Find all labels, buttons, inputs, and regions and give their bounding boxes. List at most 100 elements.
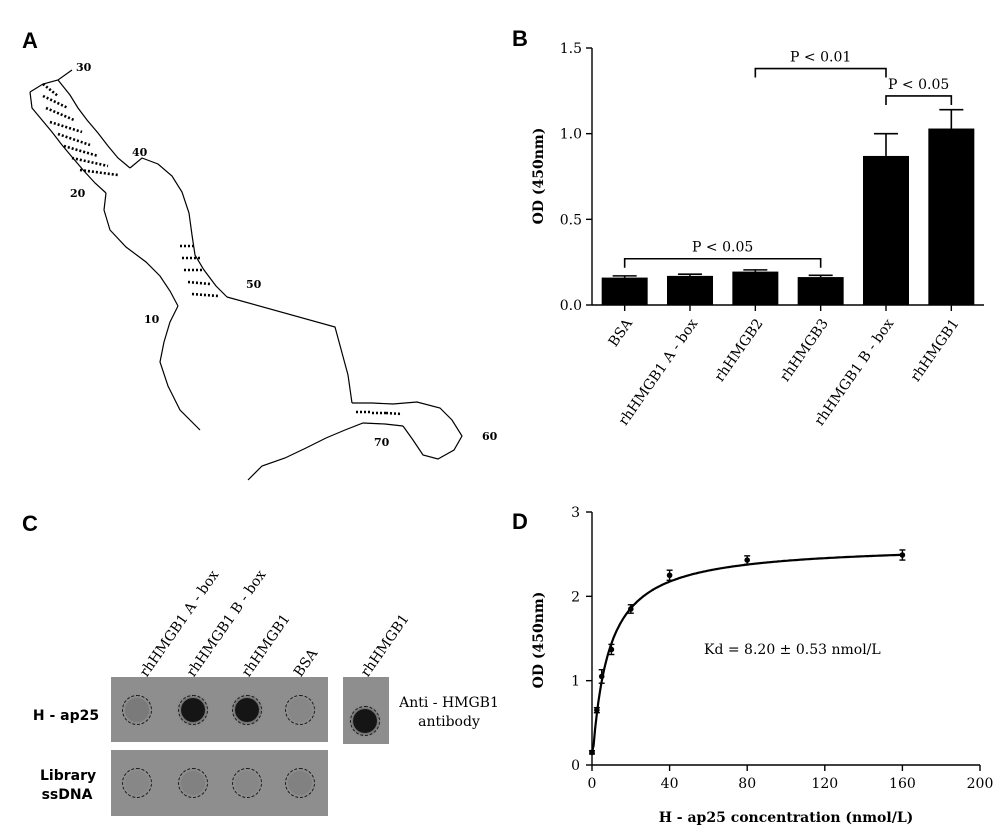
blot-spot [232,768,262,798]
binding-curve-x-tick-label: 120 [811,776,838,792]
binding-data-point [589,749,595,756]
bar [601,277,648,305]
significance-bracket [754,67,887,78]
blot-spot [232,695,262,725]
bar-chart-category-label: rhHMGB2 [712,316,767,385]
blot-spot-signal [235,698,259,722]
bar-chart-y-tick-label: 1.0 [560,127,582,143]
blot-spot-signal [235,771,259,795]
binding-data-point [608,646,615,653]
position-label-60: 60 [482,430,498,443]
blot-spot-signal [181,698,205,722]
binding-data-point [744,557,750,563]
backbone-segment [159,305,201,431]
binding-curve-y-tick-label: 2 [571,589,580,605]
significance-bracket [885,95,953,105]
base-pair-bond [42,82,59,98]
base-pair-bond [71,156,109,168]
base-pair-bond [187,280,211,286]
bar-chart-y-tick-label: 1.5 [560,41,582,57]
blot-row-label-h-ap25: H - ap25 [32,708,100,724]
blot-spot [178,695,208,725]
backbone-segment [57,79,131,169]
position-label-40: 40 [132,146,148,159]
panel-label-a: A [22,28,38,53]
blot-row-label-library-ssdna: Library ssDNA [40,768,97,803]
blot-spot-signal [288,698,312,722]
bar-chart-category-label: BSA [606,315,637,349]
binding-curve-y-tick-label: 1 [571,674,580,690]
panel-label-b: B [512,26,528,51]
secondary-structure-diagram: 30 40 20 50 10 60 70 80 [29,61,498,481]
binding-curve-x-tick-label: 200 [967,776,994,792]
bar-chart-y-axis-label: OD (450nm) [531,128,547,225]
backbone-segment [103,192,179,307]
base-pair-bond [49,120,83,134]
binding-curve-chart: H - ap25 concentration (nmol/L) OD (450n… [531,505,994,826]
blot-spot [285,695,315,725]
backbone-segment [29,91,107,194]
significance-label: P < 0.05 [888,77,949,93]
backbone-segment [129,157,228,298]
significance-label: P < 0.01 [790,50,851,66]
blot-column-label-rhhmgb1: rhHMGB1 [238,611,294,680]
position-label-70: 70 [374,436,390,449]
base-pair-bond [42,94,69,110]
bar [797,277,844,305]
backbone-segment [247,422,404,481]
binding-data-point [628,606,634,612]
blot-spot [178,768,208,798]
binding-data-point [666,572,673,579]
bar-chart-category-label: rhHMGB1 [908,316,963,385]
bar [667,275,713,305]
blot-spot-signal [125,698,149,722]
blot-spot [285,768,315,798]
bar [732,271,779,305]
bar [928,128,975,305]
significance-label: P < 0.05 [692,240,753,256]
binding-curve-x-tick-label: 160 [889,776,916,792]
binding-curve-x-axis-label: H - ap25 concentration (nmol/L) [659,810,914,826]
position-label-30: 30 [76,61,92,74]
binding-curve-y-tick-label: 3 [571,505,580,521]
backbone-segment [226,296,353,404]
blot-spot-signal [181,771,205,795]
panel-label-c: C [22,511,38,536]
bar [863,155,909,305]
bar-chart-y-tick-label: 0.5 [560,212,582,228]
bar-chart-y-tick-label: 0.0 [560,298,582,314]
blot-spot-antibody [350,706,380,736]
blot-column-label-bsa: BSA [290,646,322,680]
backbone-segment [352,401,463,460]
structure-backbone [29,69,463,481]
significance-bracket [623,257,822,268]
position-label-20: 20 [70,187,86,200]
position-label-10: 10 [144,313,160,326]
panel-label-d: D [512,509,528,534]
blot-spot-signal [125,771,149,795]
base-pair-bond [57,132,91,147]
base-pair-bond [385,411,403,416]
blot-column-label-antibody: rhHMGB1 [357,611,413,680]
position-label-50: 50 [246,278,262,291]
binding-data-point [594,707,600,713]
binding-curve-y-tick-label: 0 [571,758,580,774]
binding-data-point [598,673,605,680]
base-pair-bond [63,144,99,158]
binding-curve-x-tick-label: 0 [588,776,597,792]
blot-spot [122,768,152,798]
binding-curve-y-axis-label: OD (450nm) [531,592,547,689]
blot-column-label-a-box: rhHMGB1 A - box [136,567,223,680]
binding-curve-kd-annotation: Kd = 8.20 ± 0.53 nmol/L [704,642,881,658]
binding-curve-x-tick-label: 40 [661,776,679,792]
base-pair-bond [45,106,75,122]
backbone-segment [29,69,73,93]
blot-spot-signal [288,771,312,795]
blot-spot-signal [353,709,377,733]
binding-data-point [899,552,906,558]
structure-number-labels: 30 40 20 50 10 60 70 80 [70,61,498,449]
binding-curve-x-tick-label: 80 [738,776,756,792]
bar-chart-category-label: rhHMGB3 [777,316,832,385]
blot-spot [122,695,152,725]
